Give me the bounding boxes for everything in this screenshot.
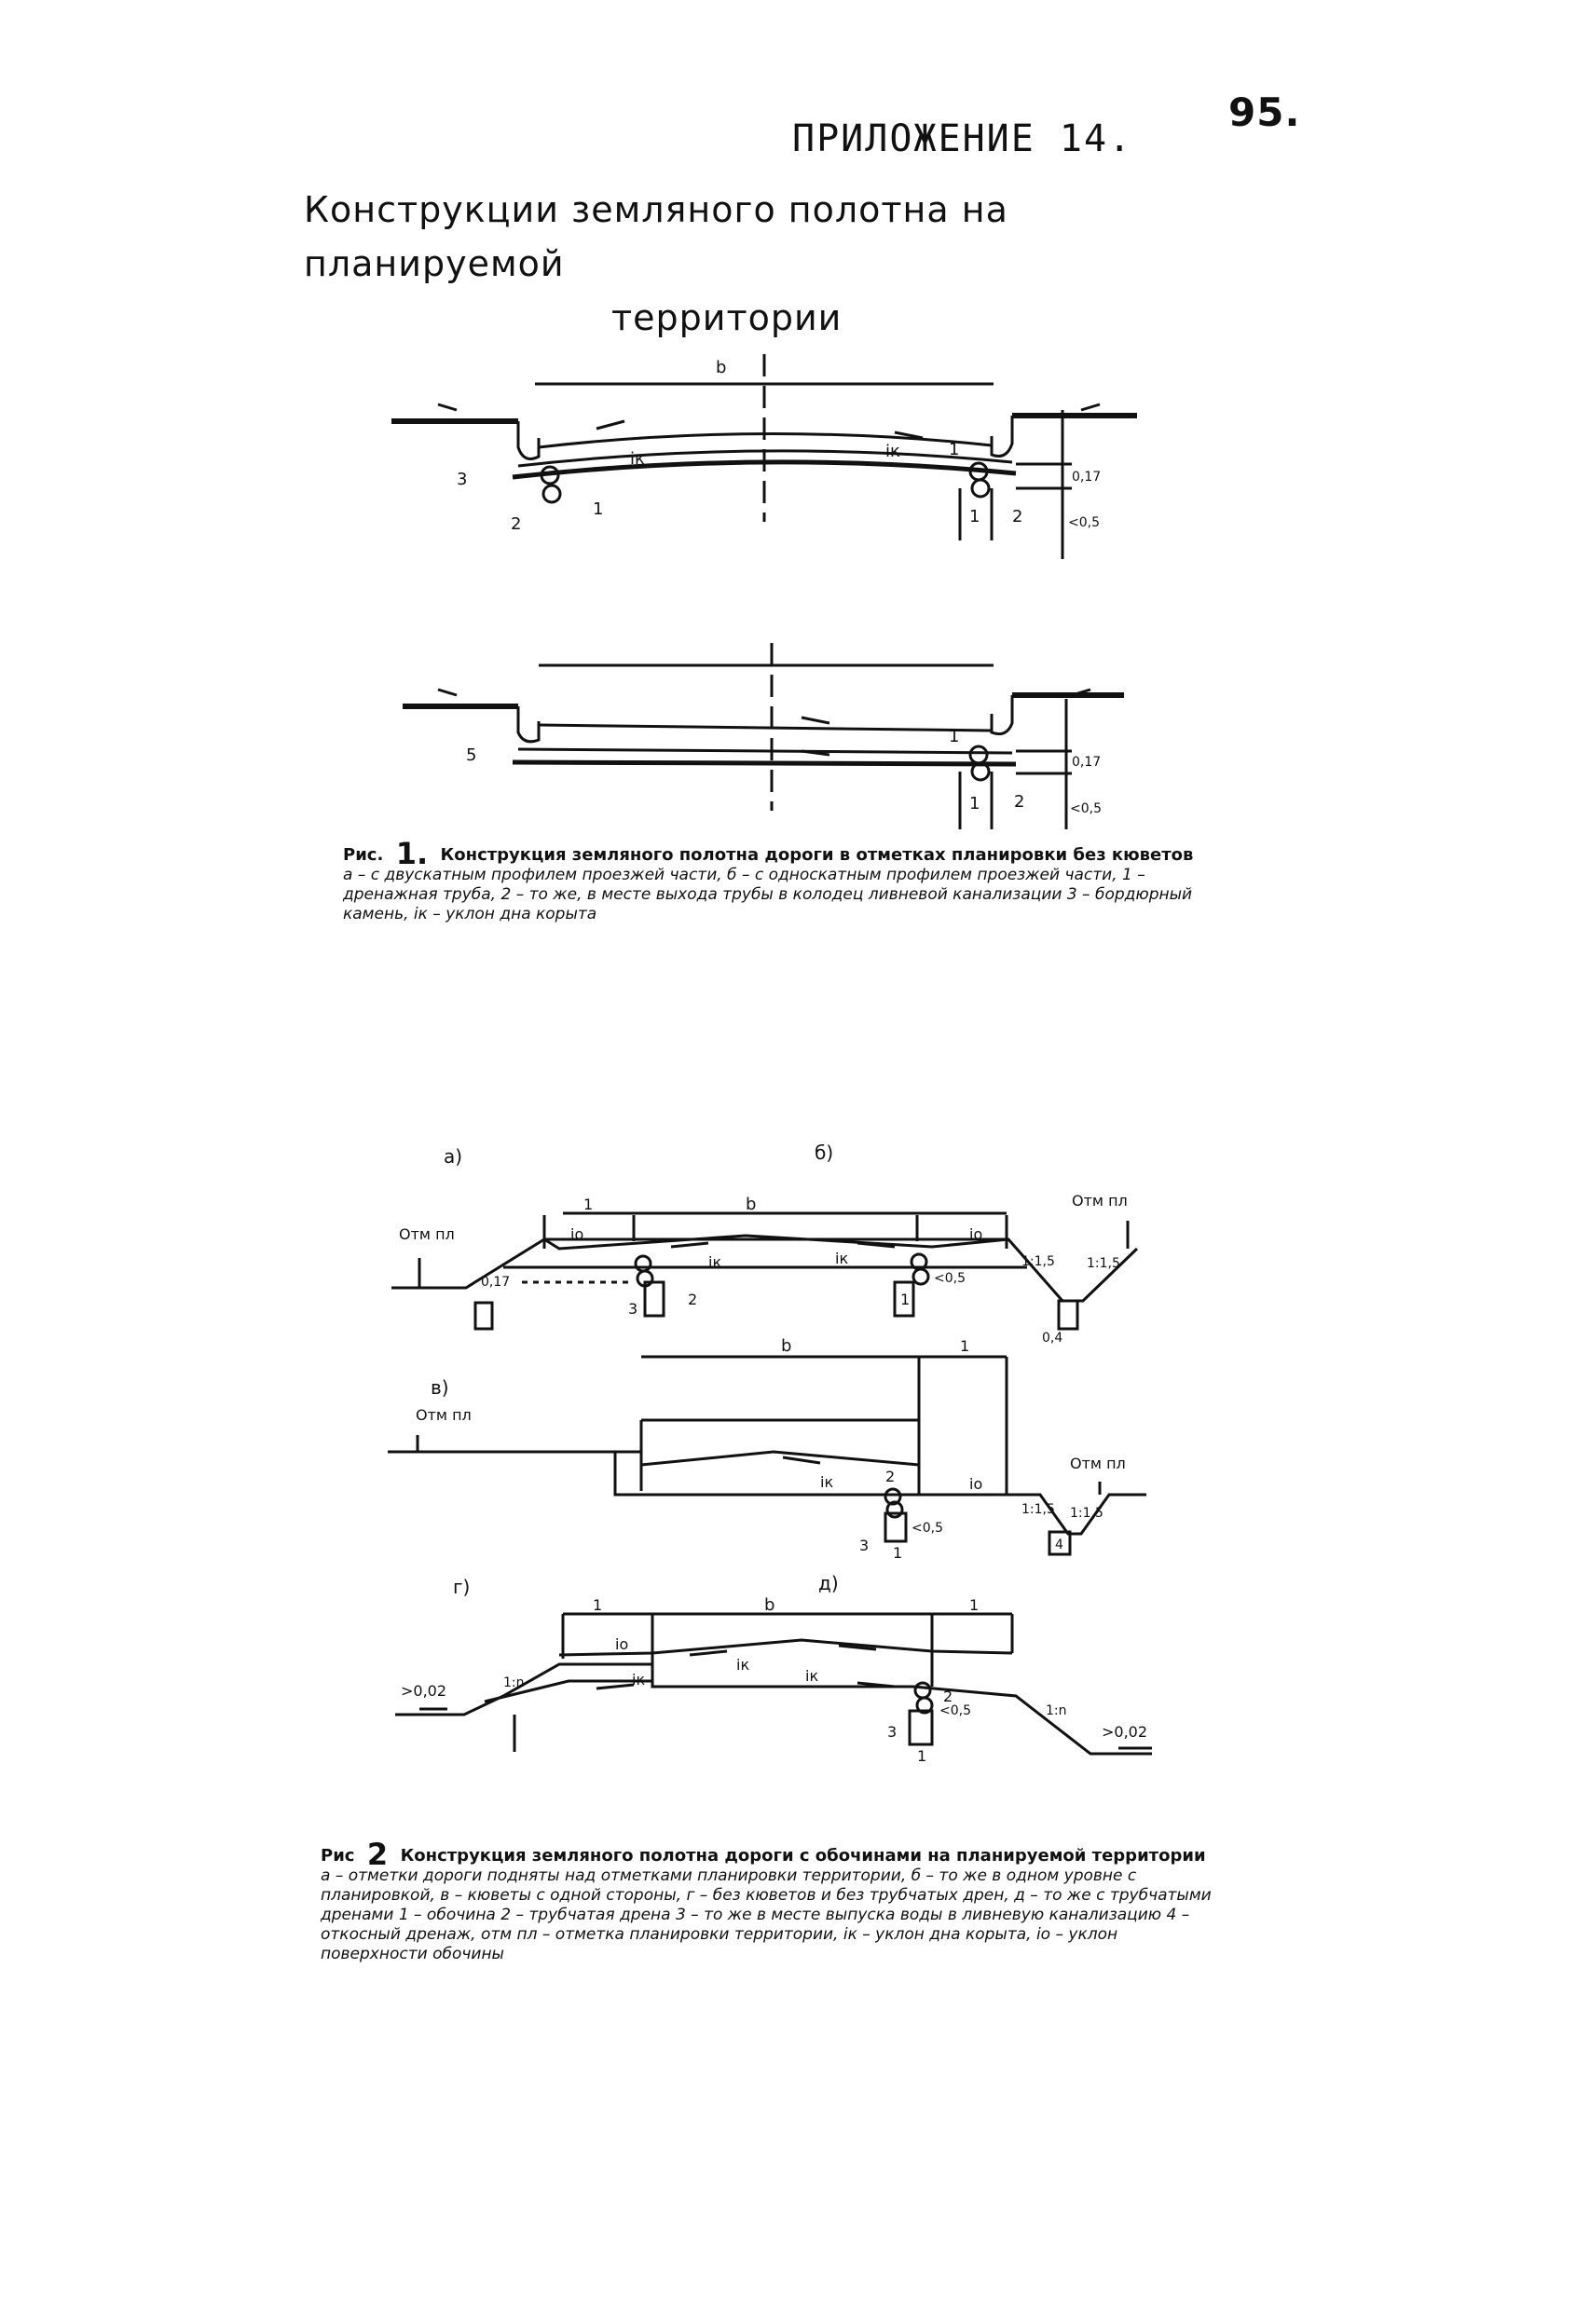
fig2-label-b-top: б) — [815, 1141, 833, 1164]
fig2-row3 — [395, 1612, 1152, 1756]
fig1b-dim-017: 0,17 — [1072, 755, 1101, 770]
fig2-row1-d05: <0,5 — [934, 1271, 966, 1286]
fig2-row3-b: b — [764, 1595, 774, 1615]
fig2-row1 — [391, 1211, 1139, 1331]
fig2-caption-body: а – отметки дороги подняты над отметками… — [321, 1866, 1212, 1963]
fig2-row2-num-2: 2 — [885, 1468, 895, 1485]
fig1-caption-body: а – с двускатным профилем проезжей части… — [343, 866, 1193, 923]
fig2-row1-io-left: iо — [570, 1225, 583, 1243]
fig2-row3-slope-left: 1:n — [503, 1675, 525, 1690]
fig1-profile-b — [403, 643, 1124, 829]
fig1-caption-prefix: Рис. — [343, 845, 384, 865]
fig1a-label-b: b — [716, 358, 726, 377]
page-number: 95. — [1228, 89, 1301, 135]
fig2-label-v: в) — [431, 1376, 449, 1399]
fig1a-dim-017: 0,17 — [1072, 470, 1101, 485]
figure-2-caption: Рис 2 Конструкция земляного полотна доро… — [321, 1839, 1215, 1964]
fig1a-label-ik-left: iк — [630, 449, 645, 469]
fig2-row3-d002-right: >0,02 — [1102, 1723, 1147, 1741]
fig2-row2 — [388, 1355, 1146, 1556]
fig1b-num-1-bottom: 1 — [969, 794, 980, 813]
fig1a-num-2-right: 2 — [1012, 507, 1022, 526]
fig2-row2-otm-right: Отм пл — [1070, 1455, 1126, 1472]
fig2-row3-slope-right: 1:n — [1046, 1703, 1067, 1718]
fig2-row2-ik: iк — [820, 1473, 833, 1491]
fig2-row3-ik-1: iк — [736, 1656, 749, 1674]
fig1a-num-1-left: 1 — [593, 499, 603, 519]
fig1a-num-2-left: 2 — [511, 514, 521, 534]
fig2-caption-title: Конструкция земляного полотна дороги с о… — [400, 1846, 1206, 1866]
fig2-row2-slope-1: 1:1,5 — [1021, 1502, 1055, 1517]
fig2-row3-num-1-left: 1 — [593, 1596, 602, 1614]
fig1b-num-2: 2 — [1014, 792, 1024, 812]
fig2-row3-num-1-right: 1 — [969, 1596, 979, 1614]
fig1a-num-1-right: 1 — [949, 440, 959, 459]
fig2-row3-d002-left: >0,02 — [401, 1682, 446, 1700]
fig2-row1-otm-left: Отм пл — [399, 1225, 455, 1243]
fig2-row2-d05: <0,5 — [912, 1521, 943, 1536]
fig2-caption-prefix: Рис — [321, 1846, 355, 1866]
fig2-row1-otm-right: Отм пл — [1072, 1192, 1128, 1210]
fig1a-dim-05: <0,5 — [1068, 515, 1100, 530]
fig2-row1-slope-1: 1:1,5 — [1021, 1254, 1055, 1269]
fig1-profile-a — [391, 354, 1137, 559]
title-line-2: территории — [611, 297, 843, 338]
fig2-row1-num-1-top: 1 — [583, 1196, 593, 1213]
fig2-row3-num-3: 3 — [887, 1723, 897, 1741]
fig2-row3-ik-3: iк — [805, 1667, 818, 1685]
fig2-row1-d04: 0,4 — [1042, 1331, 1062, 1346]
fig2-row3-io: iо — [615, 1635, 628, 1653]
fig2-row2-num-1-top: 1 — [960, 1337, 969, 1355]
fig1a-num-1-bottom: 1 — [969, 507, 980, 526]
fig1-caption-title: Конструкция земляного полотна дороги в о… — [440, 845, 1194, 865]
figure-2-drawing: а) б) b Отм пл Отм пл iо iо iк iк <0,5 0… — [388, 1141, 1152, 1765]
fig2-row1-d017: 0,17 — [481, 1275, 510, 1290]
appendix-heading: ПРИЛОЖЕНИЕ 14. — [792, 117, 1133, 160]
fig2-row2-num-1: 1 — [893, 1544, 902, 1562]
fig1-caption-number: 1. — [395, 836, 429, 871]
fig1a-num-3: 3 — [457, 470, 467, 489]
fig2-row2-io: iо — [969, 1475, 982, 1493]
fig2-row1-b: b — [746, 1195, 756, 1214]
fig2-row2-otm-left: Отм пл — [416, 1406, 472, 1424]
fig2-row1-num-1: 1 — [900, 1291, 910, 1308]
fig2-label-a: а) — [444, 1145, 462, 1168]
fig2-row2-num-4: 4 — [1055, 1538, 1063, 1552]
page-title: Конструкции земляного полотна на планиру… — [304, 183, 1236, 345]
fig1b-dim-05: <0,5 — [1070, 801, 1102, 816]
fig2-row3-d05: <0,5 — [939, 1703, 971, 1718]
fig2-row1-io-right: iо — [969, 1225, 982, 1243]
fig2-row3-num-2: 2 — [943, 1688, 953, 1705]
title-line-1: Конструкции земляного полотна на планиру… — [304, 189, 1008, 284]
fig2-label-g: г) — [453, 1576, 470, 1598]
fig1a-label-ik-right: iк — [885, 442, 900, 461]
fig2-row2-num-3: 3 — [859, 1537, 869, 1554]
fig2-row3-num-1-bottom: 1 — [917, 1747, 926, 1765]
fig1b-num-5: 5 — [466, 745, 476, 765]
fig2-row2-slope-2: 1:1,5 — [1070, 1506, 1103, 1521]
fig2-row1-ik-left: iк — [708, 1253, 721, 1271]
fig2-row2-b: b — [781, 1336, 791, 1356]
fig1b-num-1: 1 — [949, 727, 959, 746]
figure-1-drawing: b iк iк 0,17 <0,5 3 1 2 1 2 1 0,17 <0,5 … — [391, 354, 1137, 829]
fig2-caption-number: 2 — [366, 1837, 389, 1872]
fig2-row1-slope-2: 1:1,5 — [1087, 1256, 1120, 1271]
fig2-row1-num-2: 2 — [688, 1291, 697, 1308]
fig2-row3-ik-2: iк — [632, 1671, 645, 1688]
fig2-label-d: д) — [818, 1572, 839, 1594]
figure-1-caption: Рис. 1. Конструкция земляного полотна до… — [343, 839, 1219, 924]
fig2-row1-num-3: 3 — [628, 1300, 637, 1318]
fig2-row1-ik-right: iк — [835, 1250, 848, 1267]
